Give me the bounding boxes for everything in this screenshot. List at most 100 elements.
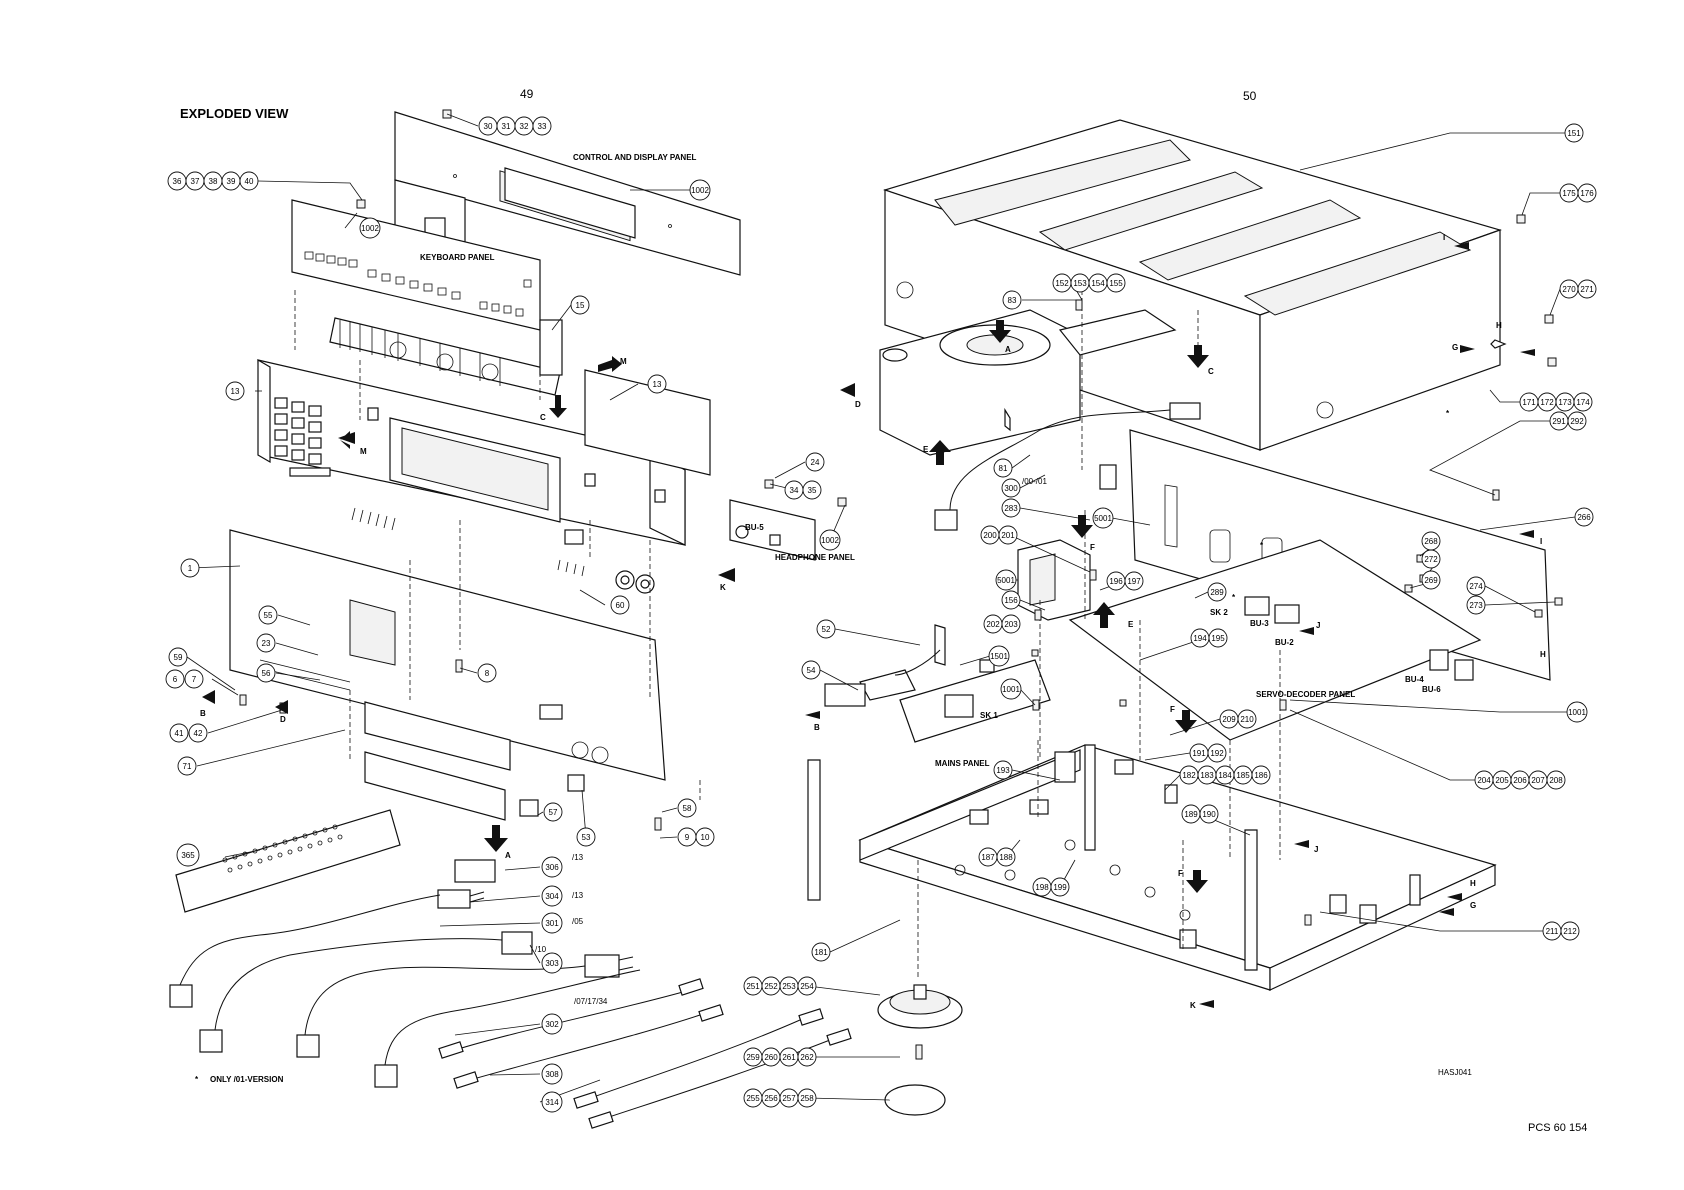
- page-number-right: 50: [1243, 89, 1257, 103]
- ref-209: 209: [1222, 715, 1236, 724]
- ref-252: 252: [764, 982, 778, 991]
- arrow-label-d: D: [855, 400, 861, 409]
- ref-207: 207: [1531, 776, 1545, 785]
- ref-39: 39: [227, 177, 236, 186]
- mains-plug-07: [584, 954, 634, 978]
- ref-54: 54: [807, 666, 816, 675]
- ref-57: 57: [549, 808, 558, 817]
- ref-181: 181: [814, 948, 828, 957]
- label-control-display-panel: CONTROL AND DISPLAY PANEL: [573, 153, 697, 162]
- ref-13: 13: [231, 387, 240, 396]
- ref-42: 42: [194, 729, 203, 738]
- label-bu5: BU-5: [745, 523, 764, 532]
- ref-300: 300: [1004, 484, 1018, 493]
- ref-291: 291: [1552, 417, 1566, 426]
- ref-55: 55: [264, 611, 273, 620]
- ref-175: 175: [1562, 189, 1576, 198]
- ref-259: 259: [746, 1053, 760, 1062]
- arrow-label-m: M: [360, 447, 367, 456]
- ref-195: 195: [1211, 634, 1225, 643]
- ref-253: 253: [782, 982, 796, 991]
- alignment-lines-left: [294, 290, 701, 800]
- ref-262: 262: [800, 1053, 814, 1062]
- document-code: PCS 60 154: [1528, 1122, 1587, 1134]
- front-panel: [229, 529, 666, 781]
- arrow-label-h: H: [1496, 321, 1502, 330]
- ref-40: 40: [245, 177, 254, 186]
- ref-210: 210: [1240, 715, 1254, 724]
- top-cover: [883, 119, 1502, 451]
- ref-268: 268: [1424, 537, 1438, 546]
- mains-plug-10: [501, 931, 533, 955]
- ref-171: 171: [1522, 398, 1536, 407]
- ref-1002: 1002: [821, 536, 839, 545]
- arrow-label-m: M: [620, 357, 627, 366]
- ref-7: 7: [192, 675, 197, 684]
- ref-191: 191: [1192, 749, 1206, 758]
- ref-10: 10: [701, 833, 710, 842]
- servo-decoder-panel: SK 2 BU-3 BU-2 BU-4 BU-6 SERVO-DECODER P…: [1068, 539, 1482, 741]
- ref-186: 186: [1254, 771, 1268, 780]
- ref-33: 33: [538, 122, 547, 131]
- ref-301: 301: [545, 919, 559, 928]
- tray-front: [364, 701, 585, 821]
- ref-197: 197: [1127, 577, 1141, 586]
- ref-188: 188: [999, 853, 1013, 862]
- ref-205: 205: [1495, 776, 1509, 785]
- ref-8: 8: [485, 669, 490, 678]
- ref-208: 208: [1549, 776, 1563, 785]
- ref-204: 204: [1477, 776, 1491, 785]
- ref-202: 202: [986, 620, 1000, 629]
- ref-24: 24: [811, 458, 820, 467]
- mains-panel: SK 1 MAINS PANEL: [899, 659, 1051, 768]
- arrow-label-h: H: [1470, 879, 1476, 888]
- label-bu6: BU-6: [1422, 685, 1441, 694]
- ref-260: 260: [764, 1053, 778, 1062]
- ref-81: 81: [999, 464, 1008, 473]
- ref-194: 194: [1193, 634, 1207, 643]
- ref-60: 60: [616, 601, 625, 610]
- arrow-label-i: I: [1540, 537, 1542, 546]
- ref-153: 153: [1073, 279, 1087, 288]
- arrow-label-d: D: [280, 715, 286, 724]
- ref-283: 283: [1004, 504, 1018, 513]
- ref-201: 201: [1001, 531, 1015, 540]
- ref-58: 58: [683, 804, 692, 813]
- ref-206: 206: [1513, 776, 1527, 785]
- version-07-17-34: /07/17/34: [574, 997, 608, 1006]
- ref-154: 154: [1091, 279, 1105, 288]
- ref-155: 155: [1109, 279, 1123, 288]
- mains-cables: [179, 894, 641, 1066]
- ref-269: 269: [1424, 576, 1438, 585]
- cd-mechanism: [879, 309, 1177, 456]
- audio-cables: [438, 978, 852, 1129]
- arrow-label-f: F: [1090, 543, 1095, 552]
- ref-196: 196: [1109, 577, 1123, 586]
- ref-306: 306: [545, 863, 559, 872]
- ref-9: 9: [685, 833, 690, 842]
- ref-258: 258: [800, 1094, 814, 1103]
- version-13-plug: /13: [572, 853, 584, 862]
- arrows-left: [202, 356, 735, 852]
- arrow-label-c: C: [540, 413, 546, 422]
- ref-257: 257: [782, 1094, 796, 1103]
- page-number-left: 49: [520, 87, 534, 101]
- ref-256: 256: [764, 1094, 778, 1103]
- arrow-label-f: F: [1178, 869, 1183, 878]
- ref-212: 212: [1563, 927, 1577, 936]
- ref-15: 15: [576, 301, 585, 310]
- arrow-label-a: A: [1005, 345, 1011, 354]
- ref-314: 314: [545, 1098, 559, 1107]
- ref-189: 189: [1184, 810, 1198, 819]
- arrow-label-g: G: [1452, 343, 1458, 352]
- mains-transformer: [1017, 539, 1091, 621]
- arrow-label-g: G: [1470, 901, 1476, 910]
- remote-control: [175, 809, 401, 913]
- ref-30: 30: [484, 122, 493, 131]
- ref-187: 187: [981, 853, 995, 862]
- version-13-cable: /13: [572, 891, 584, 900]
- ref-211: 211: [1546, 927, 1559, 936]
- asterisk-mark: *: [1232, 593, 1236, 602]
- key-strip: [329, 317, 563, 396]
- ref-302: 302: [545, 1020, 559, 1029]
